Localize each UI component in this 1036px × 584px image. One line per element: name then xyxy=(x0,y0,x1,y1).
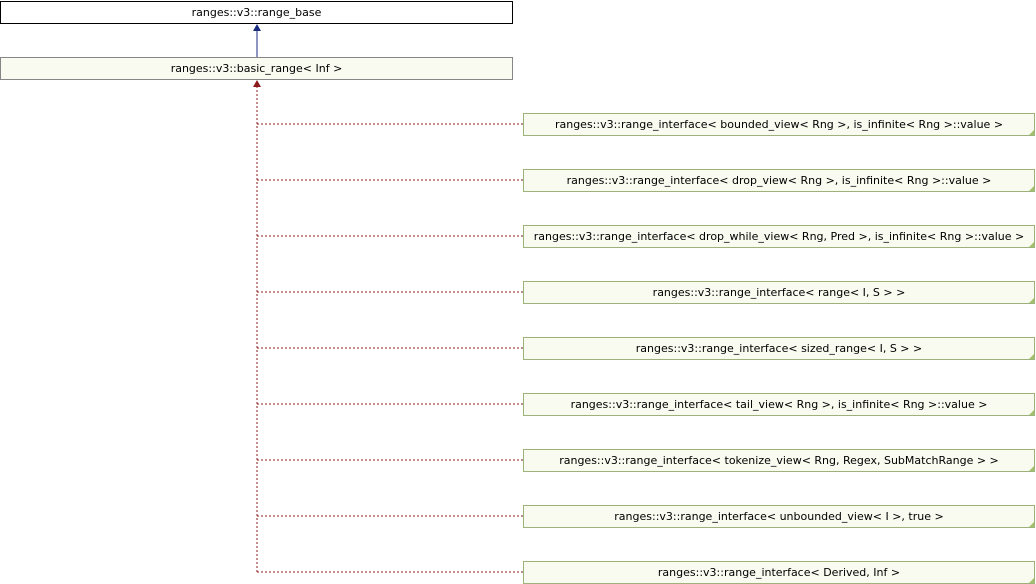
child-node-label: ranges::v3::range_interface< bounded_vie… xyxy=(554,118,1004,131)
child-node[interactable]: ranges::v3::range_interface< Derived, In… xyxy=(523,561,1035,584)
range-base-node[interactable]: ranges::v3::range_base xyxy=(0,1,513,24)
child-node-label: ranges::v3::range_interface< tail_view< … xyxy=(570,398,988,411)
child-node[interactable]: ranges::v3::range_interface< tail_view< … xyxy=(523,393,1035,416)
child-node-label: ranges::v3::range_interface< unbounded_v… xyxy=(614,510,944,523)
child-node[interactable]: ranges::v3::range_interface< drop_while_… xyxy=(523,225,1035,248)
child-node-label: ranges::v3::range_interface< range< I, S… xyxy=(652,286,906,299)
child-node[interactable]: ranges::v3::range_interface< drop_view< … xyxy=(523,169,1035,192)
basic-range-label: ranges::v3::basic_range< Inf > xyxy=(170,62,343,75)
child-node-label: ranges::v3::range_interface< drop_view< … xyxy=(566,174,992,187)
child-node-label: ranges::v3::range_interface< drop_while_… xyxy=(533,230,1025,243)
dotted-edge-arrowhead xyxy=(253,80,261,87)
basic-range-node[interactable]: ranges::v3::basic_range< Inf > xyxy=(0,57,513,80)
child-node[interactable]: ranges::v3::range_interface< bounded_vie… xyxy=(523,113,1035,136)
range-base-label: ranges::v3::range_base xyxy=(191,6,322,19)
child-node[interactable]: ranges::v3::range_interface< sized_range… xyxy=(523,337,1035,360)
child-node[interactable]: ranges::v3::range_interface< tokenize_vi… xyxy=(523,449,1035,472)
child-node[interactable]: ranges::v3::range_interface< unbounded_v… xyxy=(523,505,1035,528)
child-node[interactable]: ranges::v3::range_interface< range< I, S… xyxy=(523,281,1035,304)
child-node-label: ranges::v3::range_interface< Derived, In… xyxy=(657,566,901,579)
child-node-label: ranges::v3::range_interface< tokenize_vi… xyxy=(559,454,999,467)
child-node-label: ranges::v3::range_interface< sized_range… xyxy=(635,342,923,355)
solid-edge-arrowhead xyxy=(253,24,261,31)
